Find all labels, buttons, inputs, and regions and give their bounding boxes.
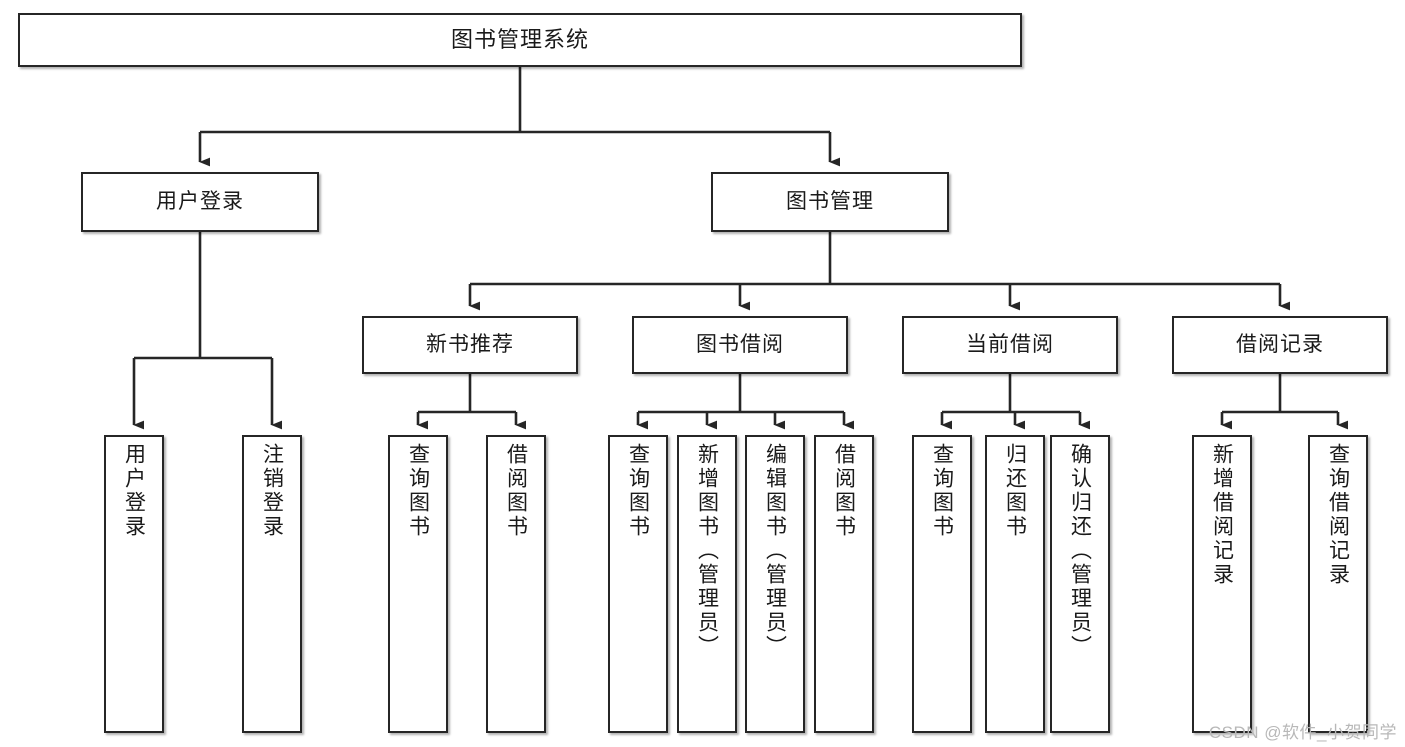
node-label-leaf-nb-query: 查询图书 xyxy=(406,443,430,539)
node-login: 用户登录 xyxy=(81,172,319,232)
node-records: 借阅记录 xyxy=(1172,316,1388,374)
node-label-borrow: 图书借阅 xyxy=(696,332,784,356)
node-leaf-b-query: 查询图书 xyxy=(608,435,668,733)
node-label-leaf-b-query: 查询图书 xyxy=(626,443,650,539)
node-bookmgmt: 图书管理 xyxy=(711,172,949,232)
node-leaf-c-confirm: 确认归还（管理员） xyxy=(1050,435,1110,733)
node-label-leaf-nb-borrow: 借阅图书 xyxy=(504,443,528,539)
node-leaf-b-borrow: 借阅图书 xyxy=(814,435,874,733)
node-label-current: 当前借阅 xyxy=(966,332,1054,356)
node-leaf-login: 用户登录 xyxy=(104,435,164,733)
node-label-leaf-r-query: 查询借阅记录 xyxy=(1326,443,1350,587)
node-label-newbook: 新书推荐 xyxy=(426,332,514,356)
node-label-leaf-c-confirm: 确认归还（管理员） xyxy=(1068,443,1092,659)
node-leaf-b-add: 新增图书（管理员） xyxy=(677,435,737,733)
node-label-leaf-login: 用户登录 xyxy=(122,443,146,539)
node-label-leaf-c-return: 归还图书 xyxy=(1003,443,1027,539)
node-label-leaf-c-query: 查询图书 xyxy=(930,443,954,539)
node-label-records: 借阅记录 xyxy=(1236,332,1324,356)
node-leaf-logout: 注销登录 xyxy=(242,435,302,733)
node-label-root: 图书管理系统 xyxy=(450,27,589,53)
node-current: 当前借阅 xyxy=(902,316,1118,374)
node-label-leaf-b-borrow: 借阅图书 xyxy=(832,443,856,539)
node-root: 图书管理系统 xyxy=(18,13,1022,67)
node-borrow: 图书借阅 xyxy=(632,316,848,374)
node-label-bookmgmt: 图书管理 xyxy=(786,189,874,213)
node-label-leaf-r-add: 新增借阅记录 xyxy=(1210,443,1234,587)
node-leaf-c-return: 归还图书 xyxy=(985,435,1045,733)
node-label-login: 用户登录 xyxy=(156,189,244,213)
node-leaf-b-edit: 编辑图书（管理员） xyxy=(745,435,805,733)
node-label-leaf-b-add: 新增图书（管理员） xyxy=(695,443,719,659)
node-leaf-r-add: 新增借阅记录 xyxy=(1192,435,1252,733)
node-leaf-nb-query: 查询图书 xyxy=(388,435,448,733)
node-leaf-nb-borrow: 借阅图书 xyxy=(486,435,546,733)
node-leaf-c-query: 查询图书 xyxy=(912,435,972,733)
node-leaf-r-query: 查询借阅记录 xyxy=(1308,435,1368,733)
node-label-leaf-logout: 注销登录 xyxy=(260,443,284,539)
node-newbook: 新书推荐 xyxy=(362,316,578,374)
node-label-leaf-b-edit: 编辑图书（管理员） xyxy=(763,443,787,659)
